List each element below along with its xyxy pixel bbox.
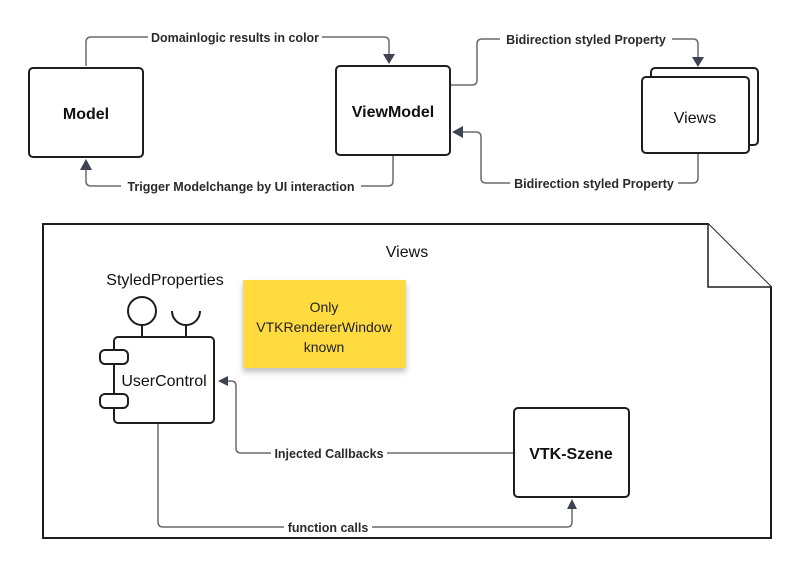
connector-line	[226, 380, 514, 454]
edge-label: Trigger Modelchange by UI interaction	[127, 180, 354, 194]
note-background	[243, 280, 406, 368]
label-bg	[148, 29, 322, 45]
node-box-front	[641, 76, 750, 154]
node-viewmodel[interactable]: ViewModel	[335, 65, 451, 156]
edge-label: Bidirection styled Property	[506, 33, 666, 47]
label-bg	[500, 31, 672, 47]
connector-line	[450, 38, 699, 86]
note-line-1: Only	[310, 299, 339, 315]
container-title: Views	[386, 244, 428, 261]
label-bg	[121, 178, 361, 194]
label-bg	[510, 175, 678, 191]
arrow-head-icon	[452, 126, 463, 138]
edge-label: Injected Callbacks	[274, 447, 383, 461]
component-port-icon	[99, 393, 129, 409]
node-box	[513, 407, 630, 498]
edge-scene-to-control[interactable]: Injected Callbacks	[218, 376, 514, 461]
arrow-head-icon	[218, 376, 228, 386]
node-box	[335, 65, 451, 156]
node-label: VTK-Szene	[529, 446, 613, 463]
edge-viewmodel-to-model[interactable]: Trigger Modelchange by UI interaction	[80, 156, 394, 194]
label-bg	[284, 519, 372, 535]
node-box	[28, 67, 144, 158]
note-line-3: known	[304, 339, 344, 355]
provided-interface-icon	[127, 296, 157, 326]
edge-control-to-scene[interactable]: function calls	[157, 423, 577, 535]
edge-views-to-viewmodel[interactable]: Bidirection styled Property	[452, 126, 699, 191]
node-label: Model	[63, 106, 109, 123]
arrow-head-icon	[567, 499, 577, 509]
component-usercontrol[interactable]: UserControl	[99, 296, 215, 424]
component-label: StyledProperties	[106, 272, 223, 289]
label-bg	[271, 445, 387, 461]
node-label: ViewModel	[352, 104, 434, 121]
node-model[interactable]: Model	[28, 67, 144, 158]
component-name: UserControl	[121, 373, 206, 390]
node-label: Views	[674, 110, 716, 127]
note-line-2: VTKRendererWindow	[256, 319, 392, 335]
arrow-head-icon	[692, 57, 704, 67]
sticky-note[interactable]: Only VTKRendererWindow known	[243, 280, 406, 368]
node-views[interactable]: Views	[641, 67, 759, 154]
required-interface-icon	[171, 310, 201, 326]
edge-model-to-viewmodel[interactable]: Domainlogic results in color	[85, 29, 395, 66]
edge-viewmodel-to-views[interactable]: Bidirection styled Property	[450, 31, 704, 86]
arrow-head-icon	[383, 54, 395, 64]
node-vtk-szene[interactable]: VTK-Szene	[513, 407, 630, 498]
connector-line	[462, 131, 699, 184]
folded-corner-icon	[707, 224, 771, 288]
arrow-head-icon	[80, 159, 92, 170]
component-port-icon	[99, 349, 129, 365]
edge-label: Bidirection styled Property	[514, 177, 674, 191]
edge-label: function calls	[288, 521, 369, 535]
edge-label: Domainlogic results in color	[151, 31, 319, 45]
component-box	[113, 336, 215, 424]
